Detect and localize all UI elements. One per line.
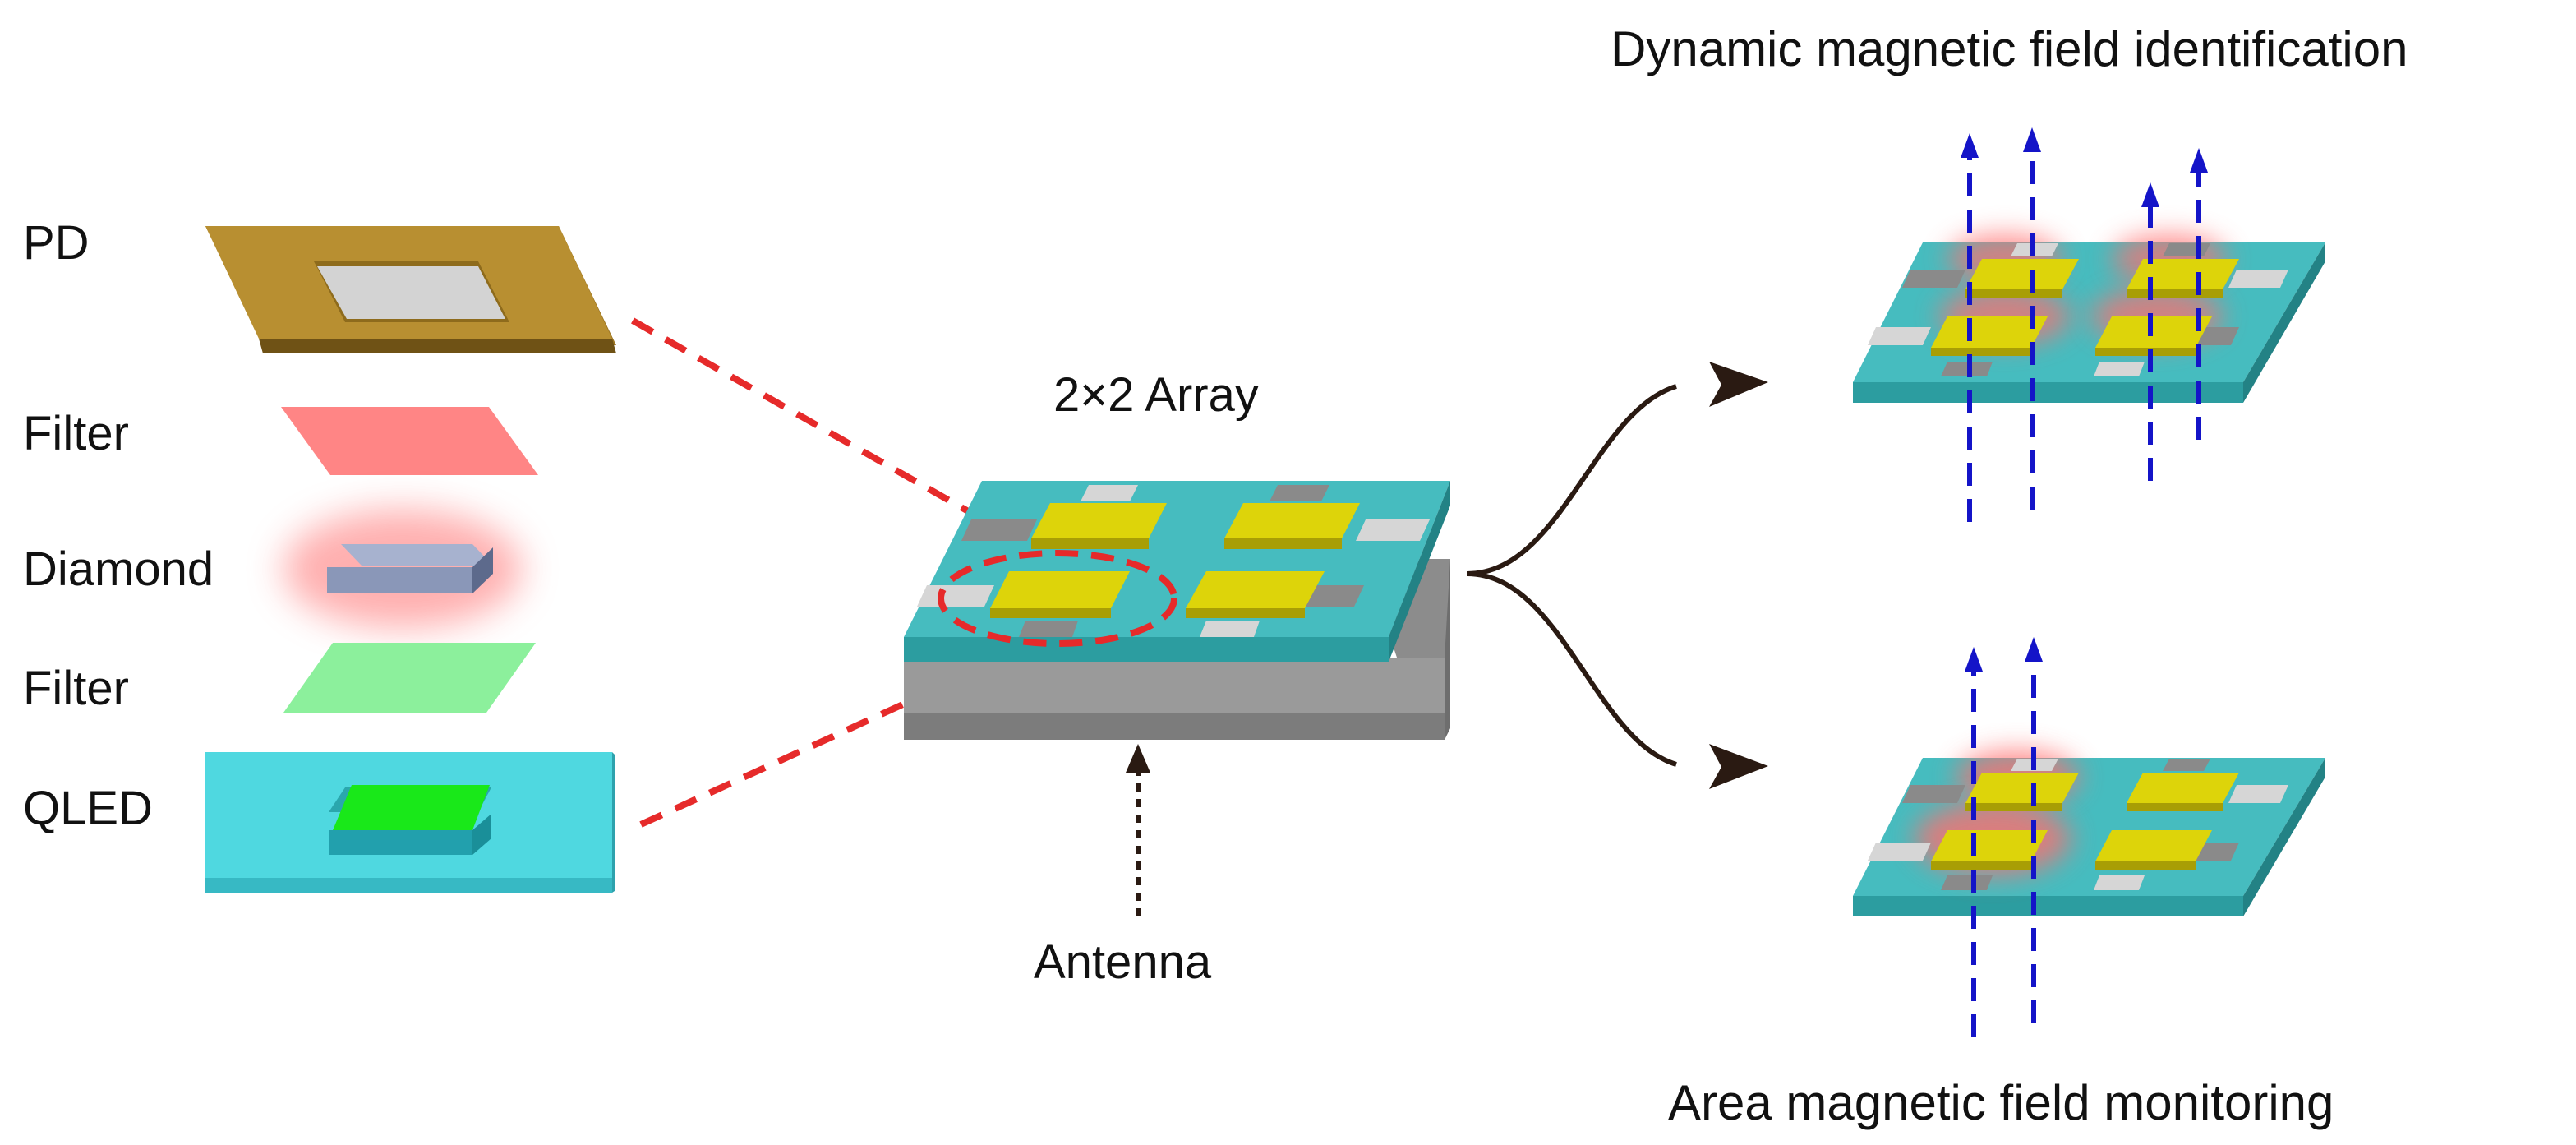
sensor-array: 2×2 Array xyxy=(904,368,1450,989)
array-pads xyxy=(990,503,1360,618)
diamond-layer xyxy=(283,510,522,628)
qled-layer xyxy=(205,752,615,893)
dynamic-board xyxy=(1853,234,2325,403)
area-field-arrowheads xyxy=(1965,637,2043,672)
bottom-title: Area magnetic field monitoring xyxy=(1668,1075,2334,1130)
diamond-label: Diamond xyxy=(23,542,214,596)
filter-bottom-label: Filter xyxy=(23,662,129,715)
dynamic-field-lines xyxy=(1967,150,2201,522)
flow-arrow-top xyxy=(1466,384,1677,576)
qled-label: QLED xyxy=(23,782,153,835)
area-panel: Area magnetic field monitoring xyxy=(1668,637,2334,1130)
area-field-lines xyxy=(1971,662,2036,1037)
filter-green-layer xyxy=(283,643,536,713)
array-element-highlight xyxy=(938,550,1177,647)
filter-red-layer xyxy=(281,407,538,475)
pd-layer xyxy=(205,226,616,353)
pd-label: PD xyxy=(23,216,90,270)
array-label: 2×2 Array xyxy=(1053,368,1259,422)
top-title: Dynamic magnetic field identification xyxy=(1611,21,2408,76)
area-board xyxy=(1853,750,2325,916)
flow-arrowhead-bottom xyxy=(1709,744,1768,789)
flow-arrowhead-top xyxy=(1709,362,1768,407)
layer-stack: PD Filter Diamond Filter QLED xyxy=(23,216,616,893)
antenna-plate xyxy=(904,559,1450,740)
flow-arrow-bottom xyxy=(1466,571,1677,767)
antenna-pointer-arrowhead xyxy=(1126,744,1150,773)
filter-top-label: Filter xyxy=(23,407,129,460)
array-board xyxy=(904,481,1450,662)
leader-line-top xyxy=(631,317,996,529)
dynamic-field-arrowheads xyxy=(1961,127,2208,207)
dynamic-panel: Dynamic magnetic field identification xyxy=(1611,21,2408,522)
flow-arrows xyxy=(1466,384,1677,767)
antenna-label: Antenna xyxy=(1034,935,1212,989)
